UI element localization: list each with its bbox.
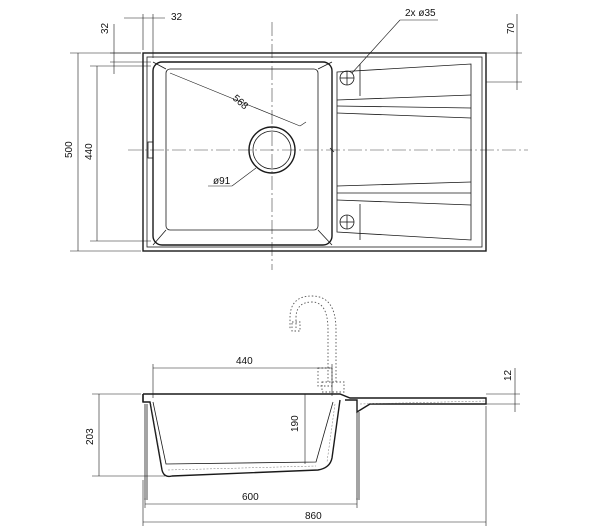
dim-drain-diameter: ø91	[213, 176, 231, 187]
faucet	[295, 301, 329, 382]
overflow-slot	[147, 141, 154, 159]
dim-top-offset: 32	[100, 22, 111, 34]
side-view: 440 190 203 12 600 860	[85, 295, 520, 526]
dim-overall-height: 203	[85, 428, 96, 445]
top-view: 568 ø91 2x ø35 32	[64, 8, 528, 270]
dim-left-offset: 32	[171, 12, 183, 23]
faucet-lever	[317, 367, 333, 387]
dim-overall-width: 860	[305, 511, 322, 522]
bowl-outline	[152, 61, 333, 246]
dim-deck-thickness: 12	[503, 369, 514, 381]
dim-bowl-depth: 440	[84, 143, 95, 160]
bowl-inner	[165, 68, 319, 231]
dim-drainer-offset: 70	[506, 22, 517, 34]
deck-section	[143, 393, 487, 414]
sink-outline-inner	[146, 56, 483, 248]
dim-bowl-width-section: 440	[236, 356, 253, 367]
bowl-section-inner	[152, 401, 334, 465]
dim-cabinet-width: 600	[242, 492, 259, 503]
dim-overall-depth: 500	[64, 141, 75, 158]
bowl-section-outer	[142, 394, 341, 478]
dim-bowl-height: 190	[290, 415, 301, 432]
drain-outer	[248, 126, 296, 174]
drainer-board	[336, 63, 472, 241]
sink-outline	[142, 52, 487, 252]
drain-inner	[252, 130, 292, 170]
dim-bowl-diagonal: 568	[230, 93, 250, 113]
dim-hole-spec: 2x ø35	[405, 8, 436, 19]
faucet-spout	[291, 321, 301, 332]
